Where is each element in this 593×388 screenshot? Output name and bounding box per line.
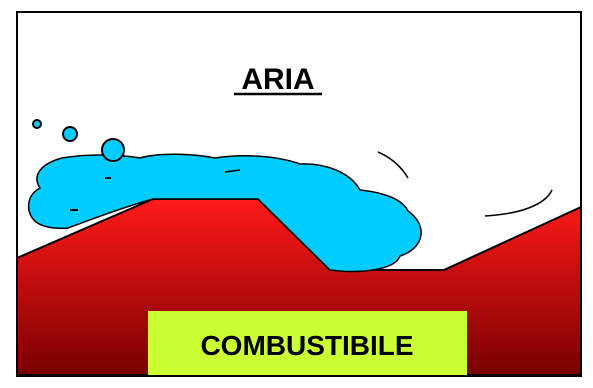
air-label: ARIA (241, 63, 314, 96)
bubble-small (33, 120, 41, 128)
bubble-medium (63, 127, 77, 141)
fuel-label: COMBUSTIBILE (200, 330, 413, 361)
bubble-large (102, 139, 124, 161)
